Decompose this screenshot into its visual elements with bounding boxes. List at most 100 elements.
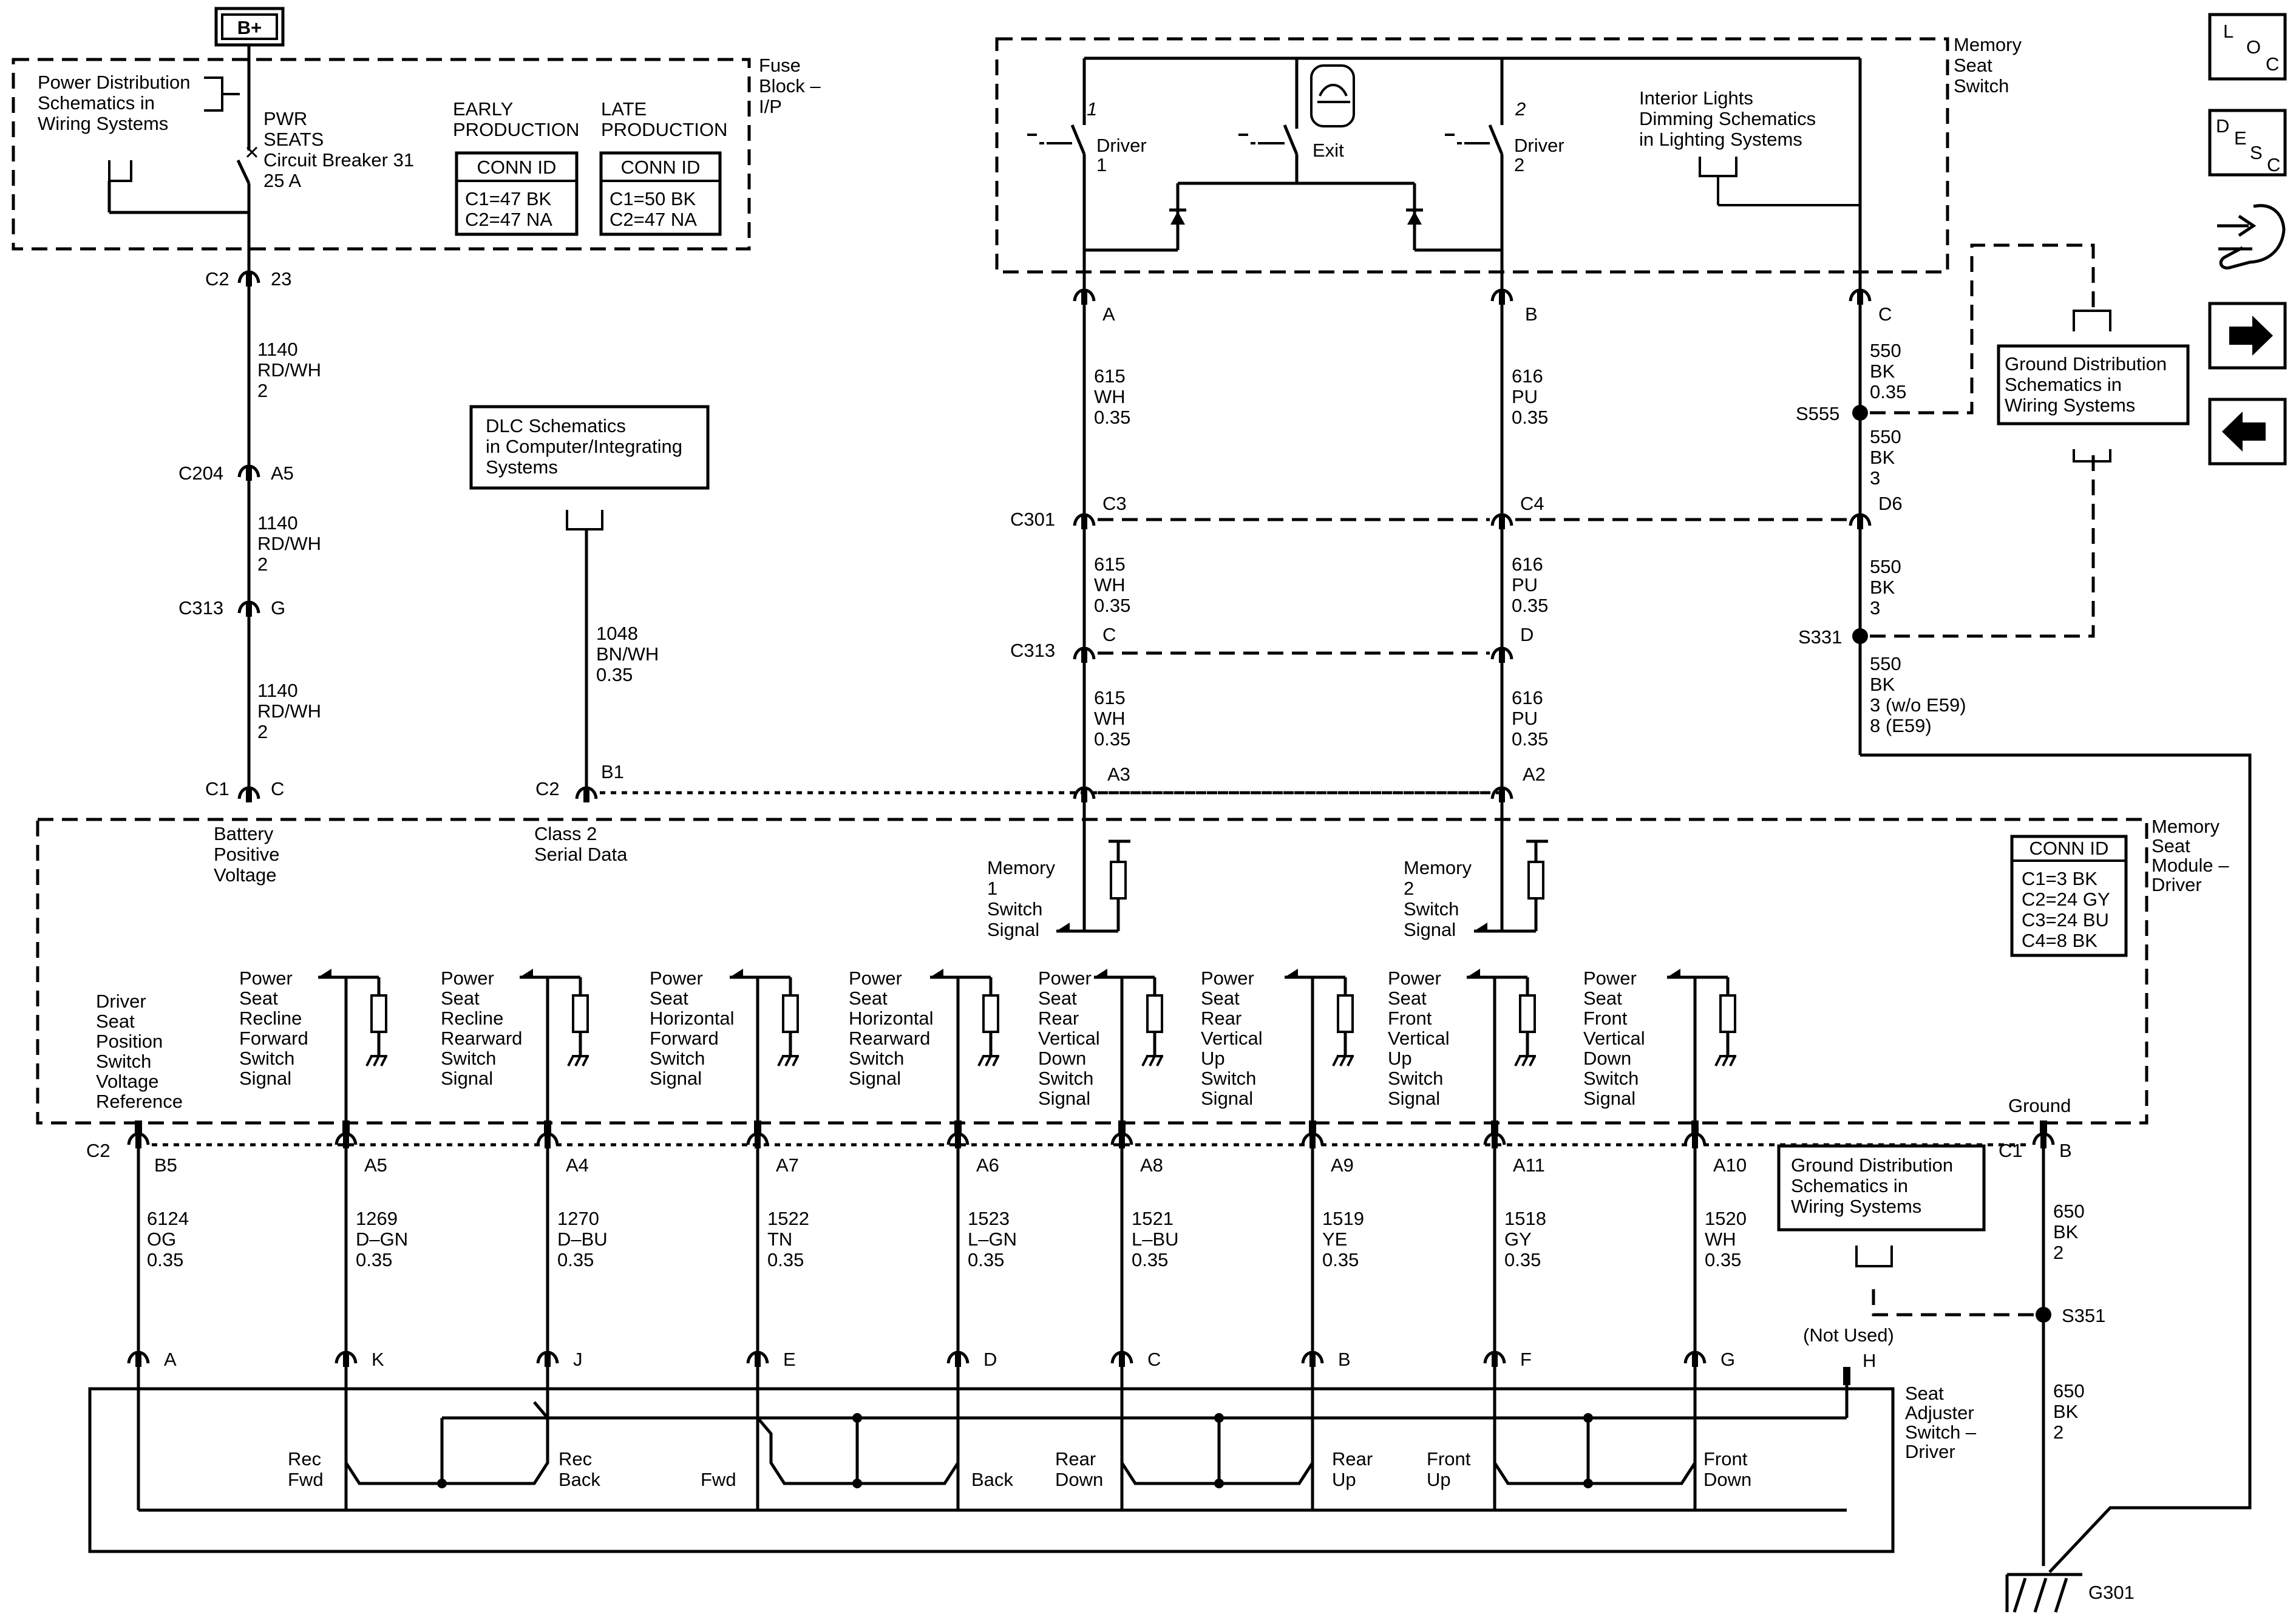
module-pin-label: A4 — [566, 1154, 589, 1176]
back-label: Back — [971, 1469, 1013, 1490]
wrench-tool-icon[interactable] — [2217, 204, 2286, 270]
pull-down-resistor — [782, 994, 799, 1033]
seat-switch-title: Seat Adjuster Switch – Driver — [1905, 1383, 1982, 1462]
chassis-ground-icon — [365, 1055, 387, 1066]
pull-down-resistor — [572, 994, 589, 1033]
conn-c1-left: C1 — [205, 778, 229, 799]
wire-615-column: A 615 WH 0.35 615 WH 0.35 615 WH 0.35 A3 — [1075, 289, 1130, 802]
not-used-label: (Not Used) — [1803, 1324, 1894, 1346]
chassis-ground-icon — [977, 1055, 999, 1066]
wire-616-column: B 616 PU 0.35 616 PU 0.35 616 PU 0.35 A2 — [1492, 289, 1548, 802]
memory-switch-pin-b: B — [1525, 303, 1538, 325]
conn-c313-d: D — [1520, 624, 1533, 645]
rec-back-label: Rec Back — [559, 1448, 600, 1490]
late-production-title: LATE PRODUCTION — [601, 98, 727, 140]
module-pin-label: A11 — [1513, 1154, 1545, 1176]
seat-switch-connector — [1685, 1351, 1705, 1367]
chassis-ground-icon — [777, 1055, 799, 1066]
module-pin-label: A9 — [1331, 1154, 1354, 1176]
front-down-label: Front Down — [1703, 1448, 1753, 1490]
svg-text:D: D — [2216, 115, 2229, 137]
memory-seat-switch-title: Memory Seat Switch — [1954, 34, 2027, 97]
seat-adjuster-switch-driver: Seat Adjuster Switch – Driver (Not Used)… — [88, 1324, 1982, 1553]
wire-615-a: 615 WH 0.35 — [1094, 365, 1130, 428]
conn-c204-right: A5 — [271, 463, 294, 484]
memory-seat-module-driver: Memory Seat Module – Driver CONN ID C1=3… — [36, 789, 2234, 1125]
conn-ground-b: B — [2059, 1140, 2072, 1161]
rear-down-label: Rear Down — [1055, 1448, 1103, 1490]
seat-switch-pin-a: A — [164, 1349, 177, 1370]
circuit-breaker-label: PWR SEATS Circuit Breaker 31 25 A — [263, 108, 419, 191]
driver-seat-position-ref-label: Driver Seat Position Switch Voltage Refe… — [96, 991, 183, 1112]
memory-switch-pin-c: C — [1878, 303, 1892, 325]
conn-c301-d6: D6 — [1878, 493, 1903, 514]
seat-switch-pin-label: G — [1720, 1349, 1735, 1370]
wire-6124: 6124 OG 0.35 — [147, 1208, 194, 1270]
memory-1-switch-signal: Memory 1 Switch Signal — [987, 789, 1130, 940]
early-conn-rows: C1=47 BK C2=47 NA — [465, 188, 557, 230]
driver-1-number: 1 — [1087, 98, 1097, 120]
svg-text:O: O — [2246, 36, 2261, 58]
driver-2-label: Driver 2 — [1514, 135, 1569, 175]
module-pin-stub — [754, 1120, 761, 1136]
forward-arrow-icon[interactable] — [2208, 302, 2287, 370]
wire-616-b: 616 PU 0.35 — [1512, 554, 1548, 616]
dlc-ref: DLC Schematics in Computer/Integrating S… — [486, 415, 688, 478]
exit-label: Exit — [1313, 140, 1344, 161]
svg-text:Ground Distribution Sche: Ground Distribution Schematics in Wiring… — [1791, 1154, 1958, 1217]
splice-s555: S555 — [1796, 403, 1839, 424]
ground-label: Ground — [2008, 1095, 2071, 1116]
wire-550-column: C 550 BK 0.35 S555 550 BK 3 550 BK 3 S33… — [1796, 243, 2252, 1573]
wire-615-b: 615 WH 0.35 — [1094, 554, 1130, 616]
module-pin-stub — [1118, 1120, 1126, 1136]
chassis-ground-icon — [1714, 1055, 1736, 1066]
module-pin-stub — [1691, 1120, 1699, 1136]
module-conn-header: CONN ID — [2029, 838, 2109, 859]
pull-down-resistor — [1337, 994, 1354, 1033]
chassis-ground-icon — [1514, 1055, 1536, 1066]
conn-c313-label: C313 — [1010, 640, 1055, 661]
seat-switch-connector — [948, 1351, 968, 1367]
wire-550-c: 550 BK 3 — [1870, 556, 1906, 619]
back-arrow-icon[interactable] — [2208, 398, 2287, 466]
early-production-title: EARLY PRODUCTION — [453, 98, 579, 140]
chassis-ground-icon — [1141, 1055, 1163, 1066]
module-conn-rows: C1=3 BK C2=24 GY C3=24 BU C4=8 BK — [2022, 868, 2115, 951]
pull-down-resistor — [370, 994, 387, 1033]
seat-switch-pin-label: C — [1147, 1349, 1161, 1370]
svg-text:Ground Distribution Sche: Ground Distribution Schematics in Wiring… — [2005, 353, 2172, 416]
pull-down-resistor — [1519, 994, 1536, 1033]
desc-icon[interactable]: D E S C — [2208, 109, 2287, 177]
conn-c301-c4: C4 — [1520, 493, 1544, 514]
late-conn-rows: C1=50 BK C2=47 NA — [610, 188, 701, 230]
seat-switch-pin-label: J — [573, 1349, 583, 1370]
seat-switch-connector — [1112, 1351, 1132, 1367]
memory-switch-pin-a: A — [1102, 303, 1115, 325]
conn-c2-b1-left: C2 — [535, 778, 560, 799]
conn-c313-c: C — [1102, 624, 1116, 645]
loc-icon[interactable]: L O C — [2208, 13, 2287, 81]
module-title: Memory Seat Module – Driver — [2152, 816, 2234, 895]
module-pin-label: A10 — [1713, 1154, 1747, 1176]
memory-2-switch-signal: Memory 2 Switch Signal — [1404, 789, 1548, 940]
pull-down-resistor — [982, 994, 999, 1033]
ground-ref-lower: Ground Distribution Schematics in Wiring… — [1777, 1144, 1986, 1267]
conn-c313-right: G — [271, 597, 285, 619]
